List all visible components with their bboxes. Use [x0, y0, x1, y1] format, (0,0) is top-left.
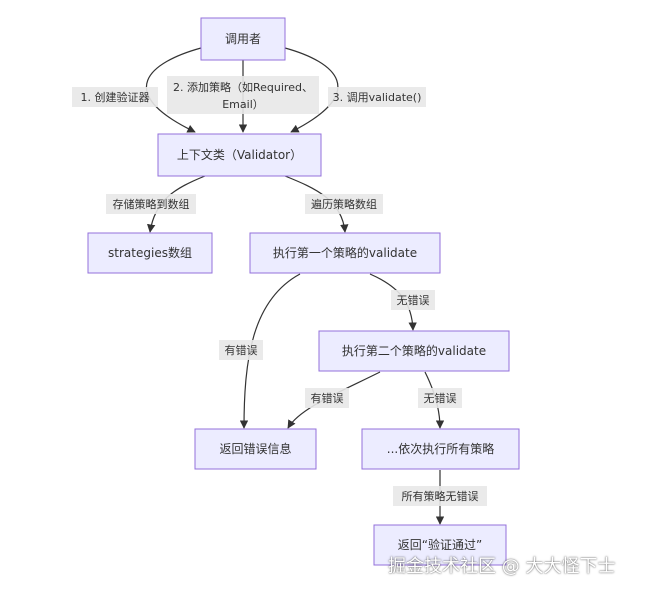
- node-context: 上下文类（Validator）: [157, 133, 322, 177]
- svg-text:有错误: 有错误: [311, 391, 344, 405]
- svg-text:无错误: 无错误: [397, 293, 430, 307]
- node-strategies-array: strategies数组: [87, 232, 213, 274]
- edge-first-has-error: [239, 273, 301, 429]
- edge-label-store-strategies: 存储策略到数组: [106, 194, 196, 214]
- svg-text:3. 调用validate(): 3. 调用validate(): [333, 91, 422, 104]
- node-return-error: 返回错误信息: [194, 428, 317, 470]
- node-context-label: 上下文类（Validator）: [177, 147, 302, 162]
- svg-text:Email）: Email）: [222, 98, 264, 111]
- edge-label-second-no-error: 无错误: [418, 388, 462, 408]
- edge-label-first-has-error: 有错误: [219, 340, 263, 360]
- watermark: 掘金技术社区 @ 大大怪下士: [388, 556, 616, 577]
- node-exec-second-label: 执行第二个策略的validate: [342, 343, 486, 358]
- node-caller: 调用者: [200, 17, 286, 61]
- edge-label-second-has-error: 有错误: [305, 388, 349, 408]
- edge-label-iterate-strategies: 遍历策略数组: [305, 194, 383, 214]
- svg-text:1. 创建验证器: 1. 创建验证器: [81, 90, 150, 104]
- node-return-pass: 返回“验证通过”: [373, 524, 507, 566]
- node-caller-label: 调用者: [225, 32, 261, 46]
- edge-label-call-validate: 3. 调用validate(): [328, 87, 426, 107]
- edge-create-validator: [145, 47, 202, 133]
- edge-label-create-validator: 1. 创建验证器: [72, 87, 158, 107]
- svg-text:无错误: 无错误: [424, 391, 457, 405]
- svg-text:所有策略无错误: 所有策略无错误: [402, 489, 479, 503]
- svg-text:2. 添加策略（如Required、: 2. 添加策略（如Required、: [173, 80, 313, 94]
- node-exec-first: 执行第一个策略的validate: [249, 232, 441, 274]
- node-exec-all-label: ...依次执行所有策略: [387, 441, 494, 456]
- svg-text:存储策略到数组: 存储策略到数组: [113, 197, 190, 211]
- edge-label-first-no-error: 无错误: [391, 290, 435, 310]
- edge-label-add-strategy: 2. 添加策略（如Required、 Email）: [167, 76, 319, 114]
- node-exec-second: 执行第二个策略的validate: [318, 330, 510, 372]
- svg-text:有错误: 有错误: [225, 343, 258, 357]
- edge-label-all-no-error: 所有策略无错误: [393, 486, 487, 506]
- svg-text:遍历策略数组: 遍历策略数组: [311, 197, 377, 211]
- edge-call-validate: [284, 47, 339, 133]
- node-exec-all: ...依次执行所有策略: [361, 428, 520, 470]
- node-return-pass-label: 返回“验证通过”: [398, 537, 482, 552]
- node-strategies-array-label: strategies数组: [108, 245, 192, 260]
- node-return-error-label: 返回错误信息: [219, 441, 291, 456]
- node-exec-first-label: 执行第一个策略的validate: [273, 245, 417, 260]
